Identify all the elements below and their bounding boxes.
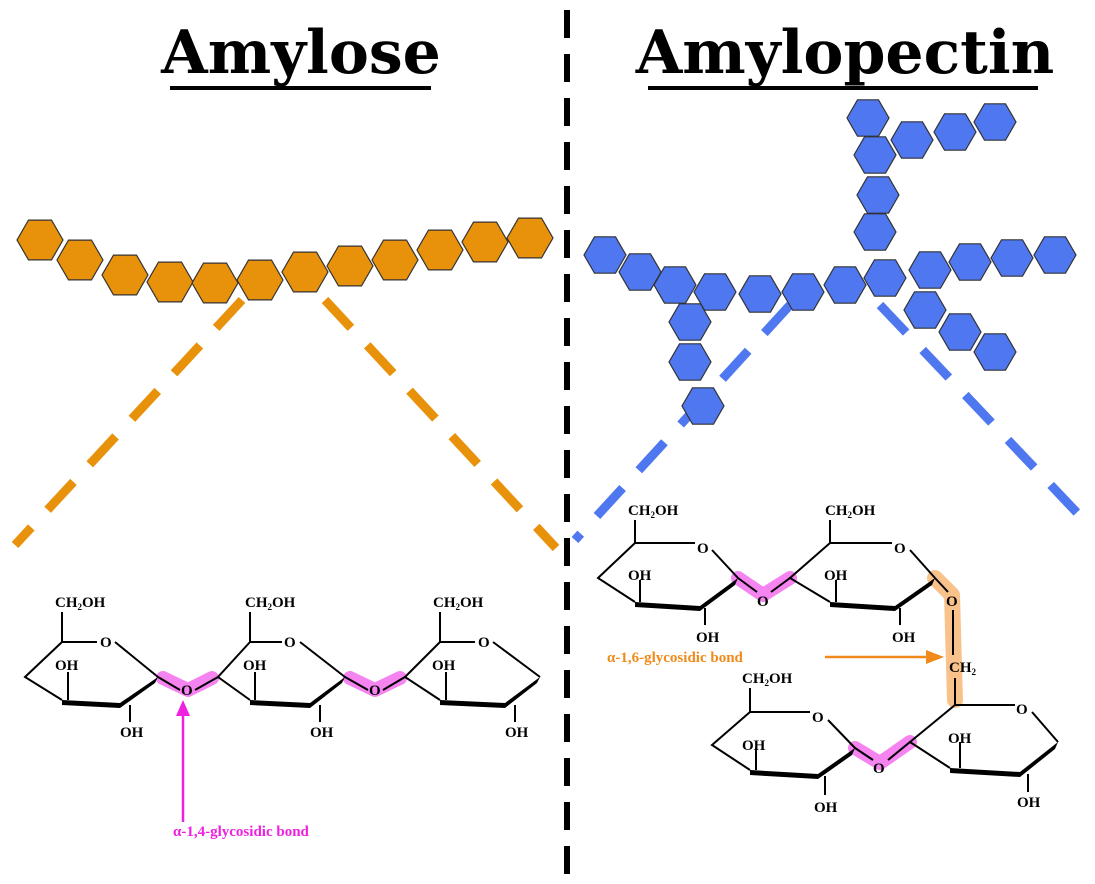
svg-text:OH: OH: [120, 725, 144, 741]
ch2-label: CH2: [949, 660, 977, 677]
amylose-glucose-unit-9: [371, 239, 419, 281]
amylopectin-branch-b-unit-2: [856, 176, 900, 214]
amylopectin-branch-b-unit-7: [973, 103, 1017, 141]
amylopectin-branch-b-unit-4: [846, 99, 890, 137]
amylopectin-main-unit-1: [583, 236, 627, 274]
alpha14-label: α-1,4-glycosidic bond: [173, 824, 310, 840]
svg-text:O: O: [1016, 702, 1028, 718]
alpha16-bridge-oxygen: O: [946, 594, 958, 610]
amylopectin-title: Amylopectin: [635, 18, 1055, 88]
glucose-ring-a: [596, 520, 791, 625]
alpha16-arrowhead: [926, 650, 944, 664]
svg-text:O: O: [894, 541, 906, 557]
alpha14-arrowhead: [176, 700, 190, 716]
amylopectin-main-unit-5: [738, 275, 782, 313]
amylose-glucose-unit-3: [101, 254, 149, 296]
svg-text:OH: OH: [505, 725, 529, 741]
svg-text:O: O: [812, 710, 824, 726]
amylose-zoom-lines: [11, 296, 560, 552]
amylopectin-branch-a-unit-1: [668, 303, 712, 341]
svg-text:O: O: [697, 541, 709, 557]
svg-text:O: O: [284, 635, 296, 651]
alpha14-highlight-right: [343, 671, 407, 697]
alpha14-bridge-oxygen-top: O: [757, 594, 769, 610]
svg-text:CH2OH: CH2OH: [628, 503, 679, 520]
glucose-ring-d: [908, 704, 1059, 792]
amylopectin-main-unit-8: [863, 259, 907, 297]
amylopectin-main-unit-12: [1033, 236, 1077, 274]
svg-text:OH: OH: [310, 725, 334, 741]
svg-text:OH: OH: [892, 630, 916, 646]
amylopectin-main-unit-9: [908, 251, 952, 289]
amylose-glucose-unit-6: [236, 259, 284, 301]
svg-text:OH: OH: [55, 658, 79, 674]
amylopectin-main-unit-4: [693, 273, 737, 311]
amylopectin-branch-b-unit-6: [933, 113, 977, 151]
svg-text:OH: OH: [948, 731, 972, 747]
amylopectin-main-unit-10: [948, 243, 992, 281]
svg-text:O: O: [100, 635, 112, 651]
svg-text:OH: OH: [742, 738, 766, 754]
alpha14-bridge-oxygen-1: O: [181, 683, 193, 699]
glucose-ring-b: [788, 520, 949, 625]
amylose-glucose-unit-8: [326, 245, 374, 287]
amylose-glucose-unit-2: [56, 239, 104, 281]
amylopectin-branch-a-unit-2: [668, 343, 712, 381]
amylose-chain: [16, 217, 554, 304]
amylose-structure: CH2OH O OH OH O CH2OH O OH OH O: [23, 595, 541, 840]
glucose-ring-1: [23, 612, 219, 722]
amylopectin-branch-b-unit-3: [853, 136, 897, 174]
alpha14-highlight-top: [731, 571, 797, 602]
amylopectin-main-unit-7: [823, 266, 867, 304]
amylopectin-branch-b-unit-1: [853, 213, 897, 251]
alpha14-bridge-oxygen-2: O: [369, 683, 381, 699]
svg-text:CH2OH: CH2OH: [742, 671, 793, 688]
svg-text:CH2OH: CH2OH: [245, 595, 296, 612]
glucose-ring-3: [403, 612, 541, 722]
amylopectin-main-unit-11: [990, 239, 1034, 277]
amylose-glucose-unit-11: [461, 221, 509, 263]
svg-text:OH: OH: [696, 630, 720, 646]
svg-text:O: O: [478, 635, 490, 651]
amylose-glucose-unit-10: [416, 229, 464, 271]
svg-text:OH: OH: [824, 568, 848, 584]
amylose-glucose-unit-12: [506, 217, 554, 259]
amylopectin-main-unit-2: [618, 253, 662, 291]
amylopectin-branch-c-unit-2: [938, 313, 982, 351]
glucose-ring-c: [710, 688, 911, 795]
svg-text:OH: OH: [1017, 795, 1041, 811]
svg-text:CH2OH: CH2OH: [55, 595, 106, 612]
svg-text:OH: OH: [432, 658, 456, 674]
amylopectin-main-unit-6: [781, 273, 825, 311]
svg-text:OH: OH: [628, 568, 652, 584]
amylopectin-branch-c-unit-3: [973, 333, 1017, 371]
alpha14-highlight-left: [156, 671, 219, 697]
amylose-glucose-unit-1: [16, 219, 64, 261]
amylopectin-zoom-lines: [571, 301, 1086, 544]
amylopectin-branch-b-unit-5: [890, 121, 934, 159]
svg-text:OH: OH: [243, 658, 267, 674]
amylose-glucose-unit-5: [191, 262, 239, 304]
alpha14-bridge-oxygen-bottom: O: [873, 761, 885, 777]
amylose-glucose-unit-4: [146, 261, 194, 303]
amylopectin-branch-a-unit-3: [681, 387, 725, 425]
amylopectin-branch-c-unit-1: [903, 291, 947, 329]
svg-text:CH2OH: CH2OH: [825, 503, 876, 520]
svg-text:CH2OH: CH2OH: [433, 595, 484, 612]
svg-text:OH: OH: [814, 800, 838, 816]
glucose-ring-2: [216, 612, 406, 722]
amylopectin-structure: CH2OH O OH OH O CH2OH O OH OH O CH2: [596, 503, 1059, 816]
amylose-title: Amylose: [160, 18, 441, 88]
alpha16-label: α-1,6-glycosidic bond: [607, 650, 744, 666]
amylopectin-chain: [583, 99, 1077, 425]
amylose-glucose-unit-7: [281, 251, 329, 293]
